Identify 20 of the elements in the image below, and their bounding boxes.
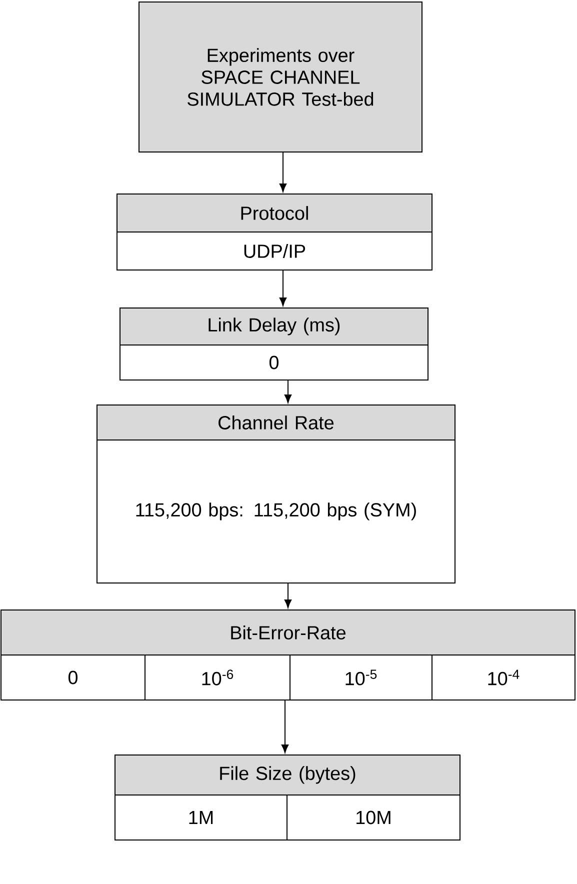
value-cell: 115,200 bps: 115,200 bps (SYM) xyxy=(96,440,456,584)
value-cell: 10M xyxy=(286,794,460,840)
arrow xyxy=(279,152,287,192)
header-cell: Link Delay (ms) xyxy=(120,308,428,346)
value-cell: 0 xyxy=(120,344,428,380)
value-cell: 10$^{-6}$ xyxy=(144,654,290,700)
arrow xyxy=(281,700,289,754)
title-box: Experiments over SPACE CHANNEL SIMULATOR Test-bed xyxy=(138,2,422,152)
header-cell: Bit-Error-Rate xyxy=(0,610,576,656)
arrow xyxy=(279,270,287,306)
value-cell: UDP/IP xyxy=(116,232,432,270)
header-cell: Protocol xyxy=(116,194,432,232)
value-cell: 1M xyxy=(114,794,288,840)
value-cell: 10$^{-5}$ xyxy=(290,654,432,700)
arrow xyxy=(284,380,292,404)
header-cell: Channel Rate xyxy=(96,404,456,440)
value-cell: 10$^{-4}$ xyxy=(432,654,576,700)
value-cell: 0 xyxy=(0,654,146,700)
arrow xyxy=(284,583,292,608)
header-cell: File Size (bytes) xyxy=(114,754,460,796)
